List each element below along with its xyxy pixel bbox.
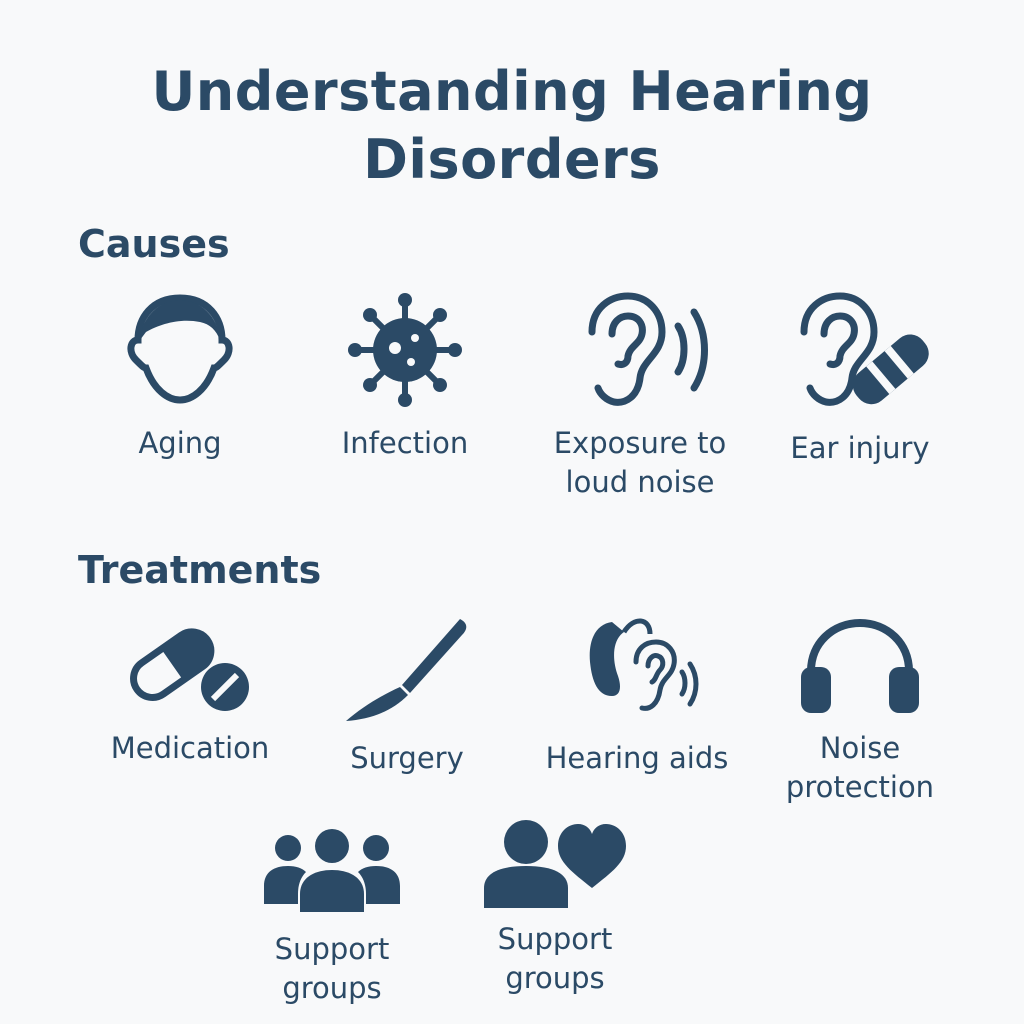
pill-icon xyxy=(130,628,249,711)
ear-sound-icon xyxy=(588,292,708,406)
headphones-icon xyxy=(801,618,919,713)
title-line-1: Understanding Hearing xyxy=(151,60,873,123)
cause-label: Ear injury xyxy=(790,431,930,465)
person-heart-icon xyxy=(484,820,626,908)
page-title: Understanding Hearing Disorders xyxy=(0,58,1024,194)
cause-aging: Aging xyxy=(65,290,295,463)
treatment-medication: Medication xyxy=(75,615,305,768)
cause-ear-injury: Ear injury xyxy=(745,290,975,468)
head-icon xyxy=(127,294,233,404)
treatment-label: Hearing aids xyxy=(545,741,729,775)
treatment-label: Surgery xyxy=(350,741,464,775)
cause-label: Aging xyxy=(138,426,222,460)
ear-bandage-icon xyxy=(800,292,929,406)
cause-label: Infection xyxy=(341,426,469,460)
cause-infection: Infection xyxy=(290,290,520,463)
virus-icon xyxy=(348,293,462,407)
scalpel-icon xyxy=(346,619,467,721)
treatment-label: Medication xyxy=(110,731,270,765)
treatment-surgery: Surgery xyxy=(292,615,522,778)
hearing-aid-icon xyxy=(589,618,699,711)
treatment-hearing-aids: Hearing aids xyxy=(522,610,752,778)
title-line-2: Disorders xyxy=(363,128,661,191)
causes-heading: Causes xyxy=(78,222,230,266)
group-icon xyxy=(264,829,400,912)
treatments-heading: Treatments xyxy=(78,548,322,592)
